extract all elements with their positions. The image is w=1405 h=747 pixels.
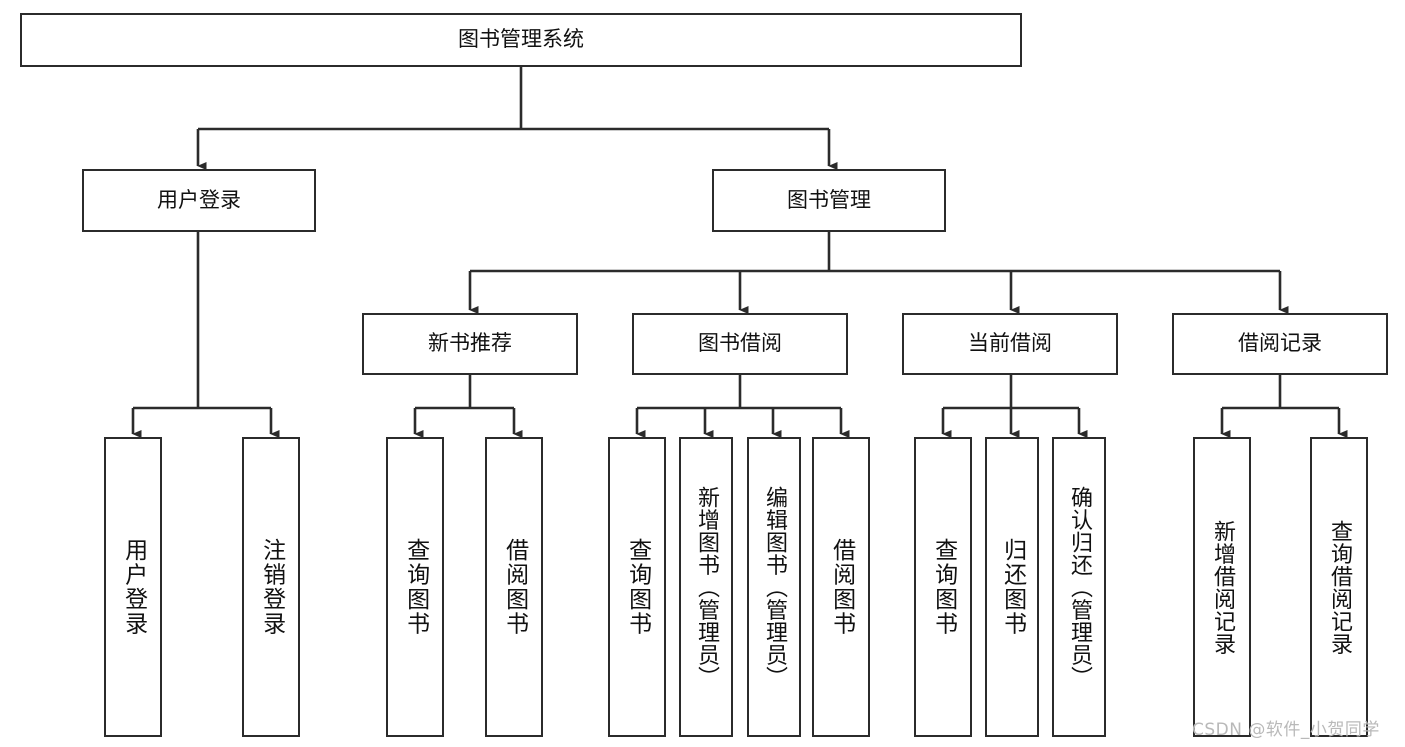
node-book-borrow-label: 图书借阅 (698, 331, 782, 356)
node-leaf-query-book-2-label: 查询图书 (624, 538, 651, 636)
node-root[interactable]: 图书管理系统 (20, 13, 1022, 67)
node-leaf-return-book-label: 归还图书 (999, 538, 1026, 636)
node-borrow-record-label: 借阅记录 (1238, 331, 1322, 356)
node-leaf-add-record-label: 新增借阅记录 (1209, 519, 1235, 655)
node-leaf-query-book-3[interactable]: 查询图书 (914, 437, 972, 737)
node-leaf-edit-book[interactable]: 编辑图书（管理员） (747, 437, 801, 737)
node-root-label: 图书管理系统 (458, 27, 584, 52)
node-leaf-borrow-book-2-label: 借阅图书 (828, 538, 855, 636)
node-leaf-borrow-book-1-label: 借阅图书 (501, 538, 528, 636)
node-current-borrow[interactable]: 当前借阅 (902, 313, 1118, 375)
node-new-book-rec-label: 新书推荐 (428, 331, 512, 356)
node-leaf-confirm-return-label: 确认归还（管理员） (1066, 485, 1092, 689)
node-user-login-label: 用户登录 (157, 187, 241, 212)
node-book-manage[interactable]: 图书管理 (712, 169, 946, 232)
node-leaf-add-record[interactable]: 新增借阅记录 (1193, 437, 1251, 737)
node-leaf-edit-book-label: 编辑图书（管理员） (761, 485, 787, 689)
node-leaf-query-record[interactable]: 查询借阅记录 (1310, 437, 1368, 737)
node-leaf-user-logout[interactable]: 注销登录 (242, 437, 300, 737)
node-leaf-add-book[interactable]: 新增图书（管理员） (679, 437, 733, 737)
node-leaf-confirm-return[interactable]: 确认归还（管理员） (1052, 437, 1106, 737)
node-new-book-rec[interactable]: 新书推荐 (362, 313, 578, 375)
node-borrow-record[interactable]: 借阅记录 (1172, 313, 1388, 375)
node-leaf-borrow-book-2[interactable]: 借阅图书 (812, 437, 870, 737)
node-leaf-borrow-book-1[interactable]: 借阅图书 (485, 437, 543, 737)
node-leaf-query-record-label: 查询借阅记录 (1326, 519, 1352, 655)
node-leaf-query-book-3-label: 查询图书 (930, 538, 957, 636)
node-leaf-add-book-label: 新增图书（管理员） (693, 485, 719, 689)
node-book-manage-label: 图书管理 (787, 187, 871, 212)
node-leaf-user-login-label: 用户登录 (120, 538, 147, 636)
node-leaf-query-book-1-label: 查询图书 (402, 538, 429, 636)
node-leaf-user-logout-label: 注销登录 (258, 538, 285, 636)
node-leaf-return-book[interactable]: 归还图书 (985, 437, 1039, 737)
node-leaf-user-login[interactable]: 用户登录 (104, 437, 162, 737)
node-user-login[interactable]: 用户登录 (82, 169, 316, 232)
node-leaf-query-book-1[interactable]: 查询图书 (386, 437, 444, 737)
node-current-borrow-label: 当前借阅 (968, 331, 1052, 356)
node-leaf-query-book-2[interactable]: 查询图书 (608, 437, 666, 737)
node-book-borrow[interactable]: 图书借阅 (632, 313, 848, 375)
